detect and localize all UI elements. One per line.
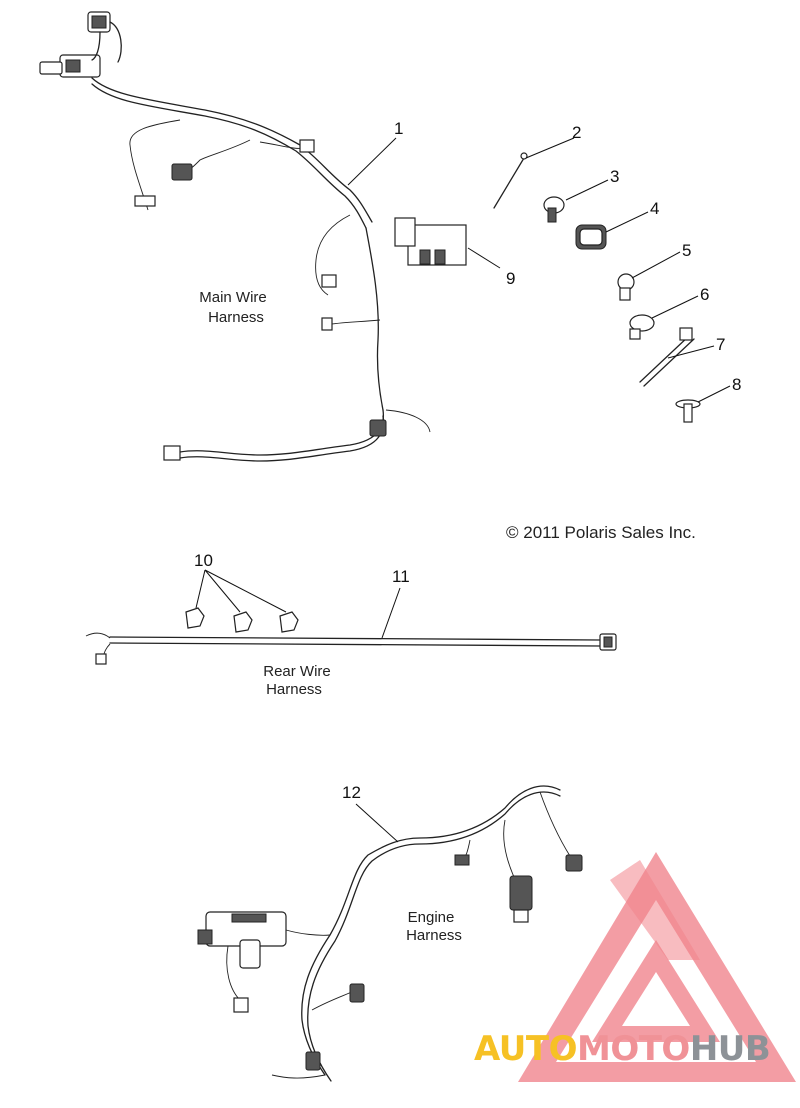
svg-text:AUTOMOTOHUB: AUTOMOTOHUB xyxy=(474,1029,770,1069)
connector-part-4 xyxy=(575,224,607,250)
main-wire-harness xyxy=(39,11,467,462)
callout-leaders xyxy=(195,137,731,843)
tie-part-7 xyxy=(639,327,695,387)
clip-part-3 xyxy=(543,196,565,223)
callout-11: 11 xyxy=(392,567,410,586)
clip-part-10 xyxy=(185,607,299,633)
engine-harness-label-line1: Engine xyxy=(408,909,455,926)
callout-7: 7 xyxy=(716,335,725,354)
callout-numbers: 1 2 3 4 5 6 7 8 9 10 11 12 xyxy=(194,119,741,802)
main-harness-label-line1: Main Wire xyxy=(199,289,267,306)
logo-hub: HUB xyxy=(690,1029,770,1069)
rivet-part-8 xyxy=(675,399,701,423)
engine-harness xyxy=(197,785,583,1082)
callout-5: 5 xyxy=(682,241,691,260)
callout-8: 8 xyxy=(732,375,741,394)
callout-9: 9 xyxy=(506,269,515,288)
callout-10: 10 xyxy=(194,551,213,570)
cable-tie-part xyxy=(493,157,525,209)
section-labels: Main Wire Harness Rear Wire Harness Engi… xyxy=(199,289,696,944)
callout-3: 3 xyxy=(610,167,619,186)
strap-part-6 xyxy=(629,314,655,340)
callout-2: 2 xyxy=(572,123,581,142)
small-parts xyxy=(493,152,701,423)
automotohub-watermark: AUTOMOTOHUB xyxy=(474,852,796,1082)
rear-wire-harness xyxy=(85,607,617,665)
triangle-logo-icon xyxy=(518,852,796,1082)
logo-auto: AUTO xyxy=(474,1029,577,1069)
rear-harness-label-line1: Rear Wire xyxy=(263,663,331,680)
callout-6: 6 xyxy=(700,285,709,304)
copyright-text: © 2011 Polaris Sales Inc. xyxy=(506,523,696,542)
callout-4: 4 xyxy=(650,199,659,218)
rear-harness-label-line2: Harness xyxy=(266,681,322,698)
callout-12: 12 xyxy=(342,783,361,802)
main-harness-label-line2: Harness xyxy=(208,309,264,326)
clip-part-5 xyxy=(617,273,635,301)
engine-harness-label-line2: Harness xyxy=(406,927,462,944)
callout-1: 1 xyxy=(394,119,403,138)
logo-moto: MOTO xyxy=(577,1029,690,1069)
